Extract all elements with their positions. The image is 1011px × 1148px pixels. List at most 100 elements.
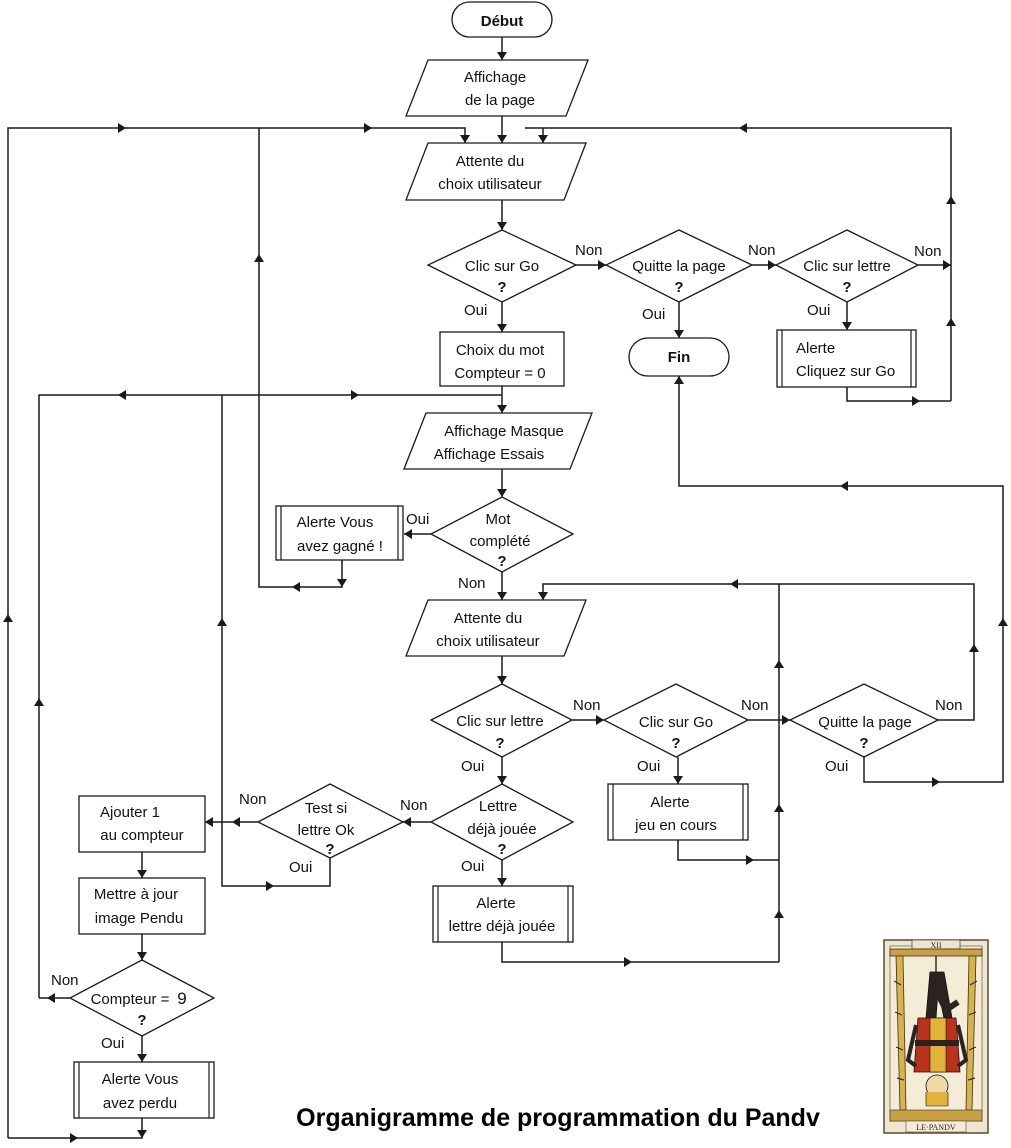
wait-choice-1-io — [405, 142, 587, 201]
letter-played-decision — [429, 783, 575, 861]
end-label: Fin — [668, 349, 691, 366]
connectors — [7, 37, 1004, 1139]
display-mask-io — [403, 412, 593, 470]
alert-won-label-2: avez gagné ! — [297, 538, 383, 555]
counter-label: Compteur = — [91, 991, 170, 1008]
diagram-title: Organigramme de programmation du Pandv — [296, 1104, 820, 1132]
clic-go-2-q: ? — [671, 735, 680, 752]
alert-click-go-label-2: Cliquez sur Go — [796, 363, 895, 380]
test-letter-label-1: Test si — [305, 800, 348, 817]
letter-played-label-1: Lettre — [479, 798, 517, 815]
card-numeral: XII — [930, 941, 941, 950]
edge-label-no: Non — [935, 697, 963, 714]
alert-letter-played-label-1: Alerte — [476, 895, 515, 912]
clic-go-2-decision — [602, 683, 750, 758]
choose-word-label-1: Choix du mot — [456, 342, 545, 359]
alert-won-process — [275, 505, 404, 561]
update-image-process — [78, 877, 206, 935]
add-one-process — [78, 795, 206, 853]
quit-1-label: Quitte la page — [632, 258, 725, 275]
node-texts: Début Affichage de la page Attente du ch… — [91, 13, 912, 1112]
letter-played-q: ? — [497, 841, 506, 858]
edge-label-no: Non — [400, 797, 428, 814]
clic-letter-1-q: ? — [842, 279, 851, 296]
alert-lost-label-1: Alerte Vous — [102, 1071, 179, 1088]
edge-label-no: Non — [51, 972, 79, 989]
edge-label-yes: Oui — [825, 758, 848, 775]
word-complete-decision — [429, 496, 575, 573]
alert-won-label-1: Alerte Vous — [297, 514, 374, 531]
alert-in-progress-label-2: jeu en cours — [634, 817, 717, 834]
edge-label-no: Non — [914, 243, 942, 260]
wait2-label-1: Attente du — [454, 610, 522, 627]
start-terminal — [451, 1, 553, 38]
clic-letter-2-decision — [429, 683, 574, 758]
edge-label-no: Non — [575, 242, 603, 259]
edge-label-yes: Oui — [642, 306, 665, 323]
choose-word-label-2: Compteur = 0 — [454, 365, 545, 382]
edge-label-yes: Oui — [406, 511, 429, 528]
alert-click-go-process — [776, 329, 917, 388]
start-label: Début — [481, 13, 524, 30]
word-complete-label-2: complété — [470, 533, 531, 550]
edge-label-yes: Oui — [637, 758, 660, 775]
wait1-label-1: Attente du — [456, 153, 524, 170]
clic-letter-1-label: Clic sur lettre — [803, 258, 891, 275]
quit-2-q: ? — [859, 735, 868, 752]
test-letter-label-2: lettre Ok — [298, 822, 355, 839]
arrowheads — [3, 52, 1008, 1143]
display-page-io — [405, 59, 589, 117]
clic-letter-2-label: Clic sur lettre — [456, 713, 544, 730]
counter-q: ? — [137, 1012, 146, 1029]
clic-go-2-label: Clic sur Go — [639, 714, 713, 731]
alert-in-progress-process — [607, 783, 749, 841]
hanged-man-card-image: XII LE·PANDV — [883, 939, 989, 1134]
quit-1-decision — [604, 229, 754, 303]
add-one-label-2: au compteur — [100, 827, 183, 844]
edge-label-yes: Oui — [101, 1035, 124, 1052]
test-letter-q: ? — [325, 841, 334, 858]
shapes — [68, 1, 940, 1119]
clic-letter-2-q: ? — [495, 735, 504, 752]
edge-label-yes: Oui — [289, 859, 312, 876]
edge-label-yes: Oui — [461, 858, 484, 875]
choose-word-process — [439, 331, 565, 387]
clic-go-1-decision — [426, 229, 578, 303]
edge-label-no: Non — [573, 697, 601, 714]
word-complete-q: ? — [497, 553, 506, 570]
test-letter-decision — [256, 783, 405, 859]
display-mask-label-1: Affichage Masque — [444, 423, 564, 440]
quit-1-q: ? — [674, 279, 683, 296]
edge-label-yes: Oui — [461, 758, 484, 775]
edge-label-no: Non — [748, 242, 776, 259]
card-caption: LE·PANDV — [916, 1123, 955, 1132]
edge-label-yes: Oui — [807, 302, 830, 319]
alert-click-go-label-1: Alerte — [796, 340, 835, 357]
quit-2-decision — [788, 683, 940, 758]
edge-label-no: Non — [239, 791, 267, 808]
end-terminal — [628, 337, 730, 377]
display-page-label-2: de la page — [465, 92, 535, 109]
word-complete-label-1: Mot — [485, 511, 511, 528]
counter-value: 9 — [177, 989, 186, 1008]
display-mask-label-2: Affichage Essais — [434, 446, 545, 463]
wait2-label-2: choix utilisateur — [436, 633, 539, 650]
edge-label-no: Non — [741, 697, 769, 714]
alert-letter-played-label-2: lettre déjà jouée — [449, 918, 556, 935]
edge-label-no: Non — [458, 575, 486, 592]
edge-label-yes: Oui — [464, 302, 487, 319]
alert-letter-played-process — [432, 885, 574, 943]
quit-2-label: Quitte la page — [818, 714, 911, 731]
add-one-label-1: Ajouter 1 — [100, 804, 160, 821]
update-image-label-1: Mettre à jour — [94, 886, 178, 903]
counter-decision — [68, 959, 216, 1037]
edge-labels: Non Non Non Oui Oui Oui Oui Non Non Non … — [51, 242, 963, 1052]
alert-lost-label-2: avez perdu — [103, 1095, 177, 1112]
letter-played-label-2: déjà jouée — [467, 821, 536, 838]
clic-go-1-q: ? — [497, 279, 506, 296]
alert-lost-process — [73, 1061, 215, 1119]
clic-letter-1-decision — [774, 229, 920, 303]
wait-choice-2-io — [405, 599, 587, 657]
